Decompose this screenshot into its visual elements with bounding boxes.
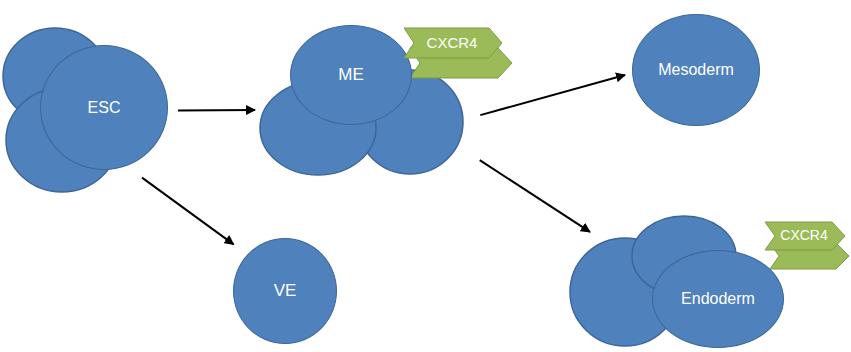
- node-label: Mesoderm: [658, 61, 734, 79]
- node-label: CXCR4: [780, 228, 827, 243]
- node-label: ME: [338, 66, 364, 85]
- receptor-label: CXCR4: [404, 28, 502, 58]
- arrow-connector: [480, 160, 590, 232]
- cell: Mesoderm: [632, 14, 760, 126]
- arrow-connector: [480, 75, 625, 115]
- arrow-connector: [142, 178, 234, 245]
- receptor-chevron: [765, 222, 845, 250]
- node-label: VE: [274, 282, 297, 301]
- arrow-connector: [178, 109, 255, 112]
- cell-cluster: ESC: [40, 45, 168, 170]
- cell: VE: [233, 238, 337, 344]
- node-label: Endoderm: [681, 290, 755, 308]
- receptor-chevron: [404, 28, 502, 58]
- node-label: CXCR4: [427, 35, 478, 52]
- receptor-label: CXCR4: [765, 222, 845, 250]
- node-label: ESC: [88, 99, 121, 117]
- cell-cluster: Endoderm: [652, 250, 784, 348]
- cell-cluster: ME: [290, 25, 412, 125]
